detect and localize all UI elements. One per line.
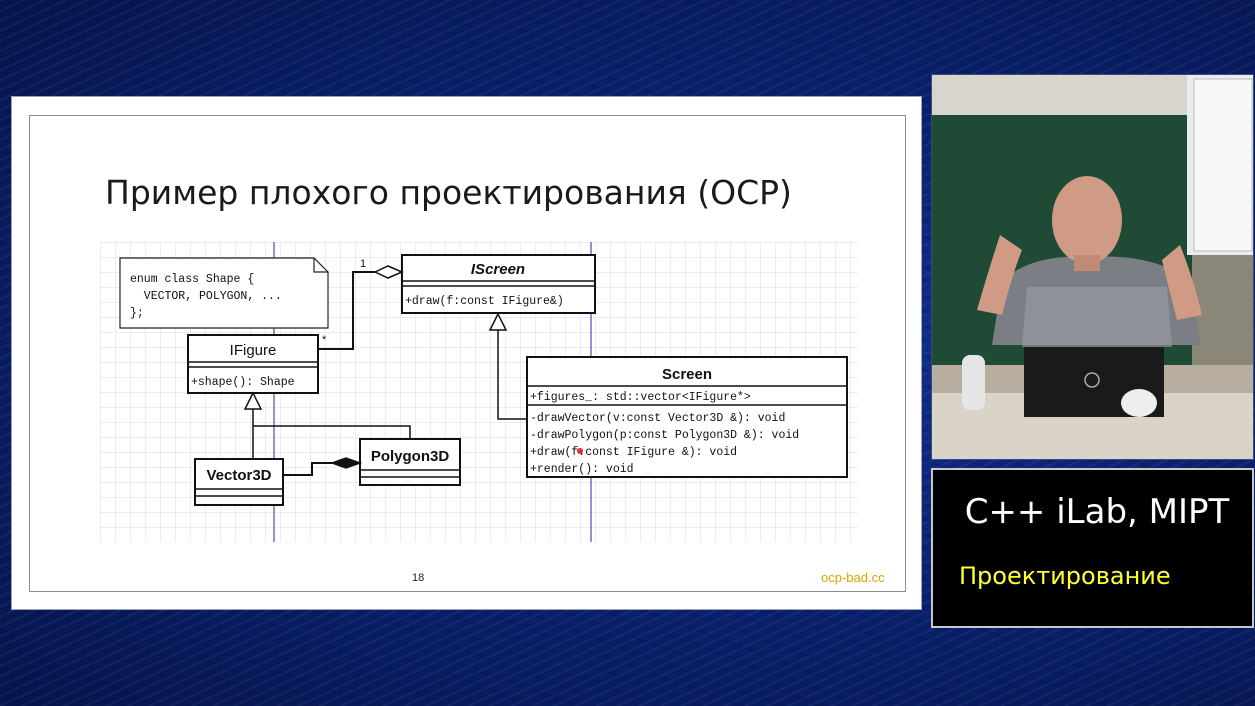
class-method: -drawPolygon(p:const Polygon3D &): void: [530, 429, 799, 442]
class-polygon3d: Polygon3D: [359, 438, 461, 486]
page-number: 18: [412, 572, 425, 584]
class-method: +draw(f:const IFigure &): void: [530, 446, 737, 459]
class-member: +shape(): Shape: [191, 376, 295, 389]
uml-diagram: enum class Shape { VECTOR, POLYGON, ... …: [100, 242, 858, 542]
note-line: };: [130, 307, 144, 320]
inheritance-arrow-screen: [488, 312, 527, 420]
inheritance-arrow-figures: [243, 391, 411, 459]
class-name: Polygon3D: [371, 448, 450, 465]
class-name: Screen: [662, 366, 712, 383]
note-line: enum class Shape {: [130, 273, 254, 286]
lecturer-video: [931, 74, 1254, 460]
class-vector3d: Vector3D: [194, 458, 284, 506]
aggregation-connector: 1 *: [318, 258, 404, 350]
slide-title: Пример плохого проектирования (OCP): [105, 173, 792, 212]
composition-connector: [283, 457, 363, 476]
class-method: +render(): void: [530, 463, 634, 476]
slide-frame: [29, 115, 906, 592]
presentation-slide: Пример плохого проектирования (OCP) enum…: [11, 96, 922, 610]
enum-note: enum class Shape { VECTOR, POLYGON, ... …: [119, 257, 329, 329]
source-link[interactable]: ocp-bad.cc: [821, 570, 885, 585]
cursor-pointer: [577, 448, 583, 454]
multiplicity-label: 1: [360, 258, 366, 270]
course-subtitle: Проектирование: [959, 562, 1171, 590]
class-name: Vector3D: [206, 467, 271, 484]
class-iscreen: IScreen +draw(f:const IFigure&): [401, 254, 596, 314]
class-name: IFigure: [230, 342, 277, 359]
course-title: C++ iLab, MIPT: [964, 492, 1230, 532]
multiplicity-label: *: [322, 334, 327, 346]
class-screen: Screen +figures_: std::vector<IFigure*> …: [526, 356, 848, 478]
class-attribute: +figures_: std::vector<IFigure*>: [530, 391, 751, 404]
course-title-box: C++ iLab, MIPT Проектирование: [931, 468, 1254, 628]
class-member: +draw(f:const IFigure&): [405, 295, 564, 308]
note-line: VECTOR, POLYGON, ...: [130, 290, 282, 303]
class-ifigure: IFigure +shape(): Shape: [187, 334, 319, 394]
class-name: IScreen: [471, 261, 525, 278]
lecturer-photo: [932, 75, 1253, 459]
class-method: -drawVector(v:const Vector3D &): void: [530, 412, 785, 425]
